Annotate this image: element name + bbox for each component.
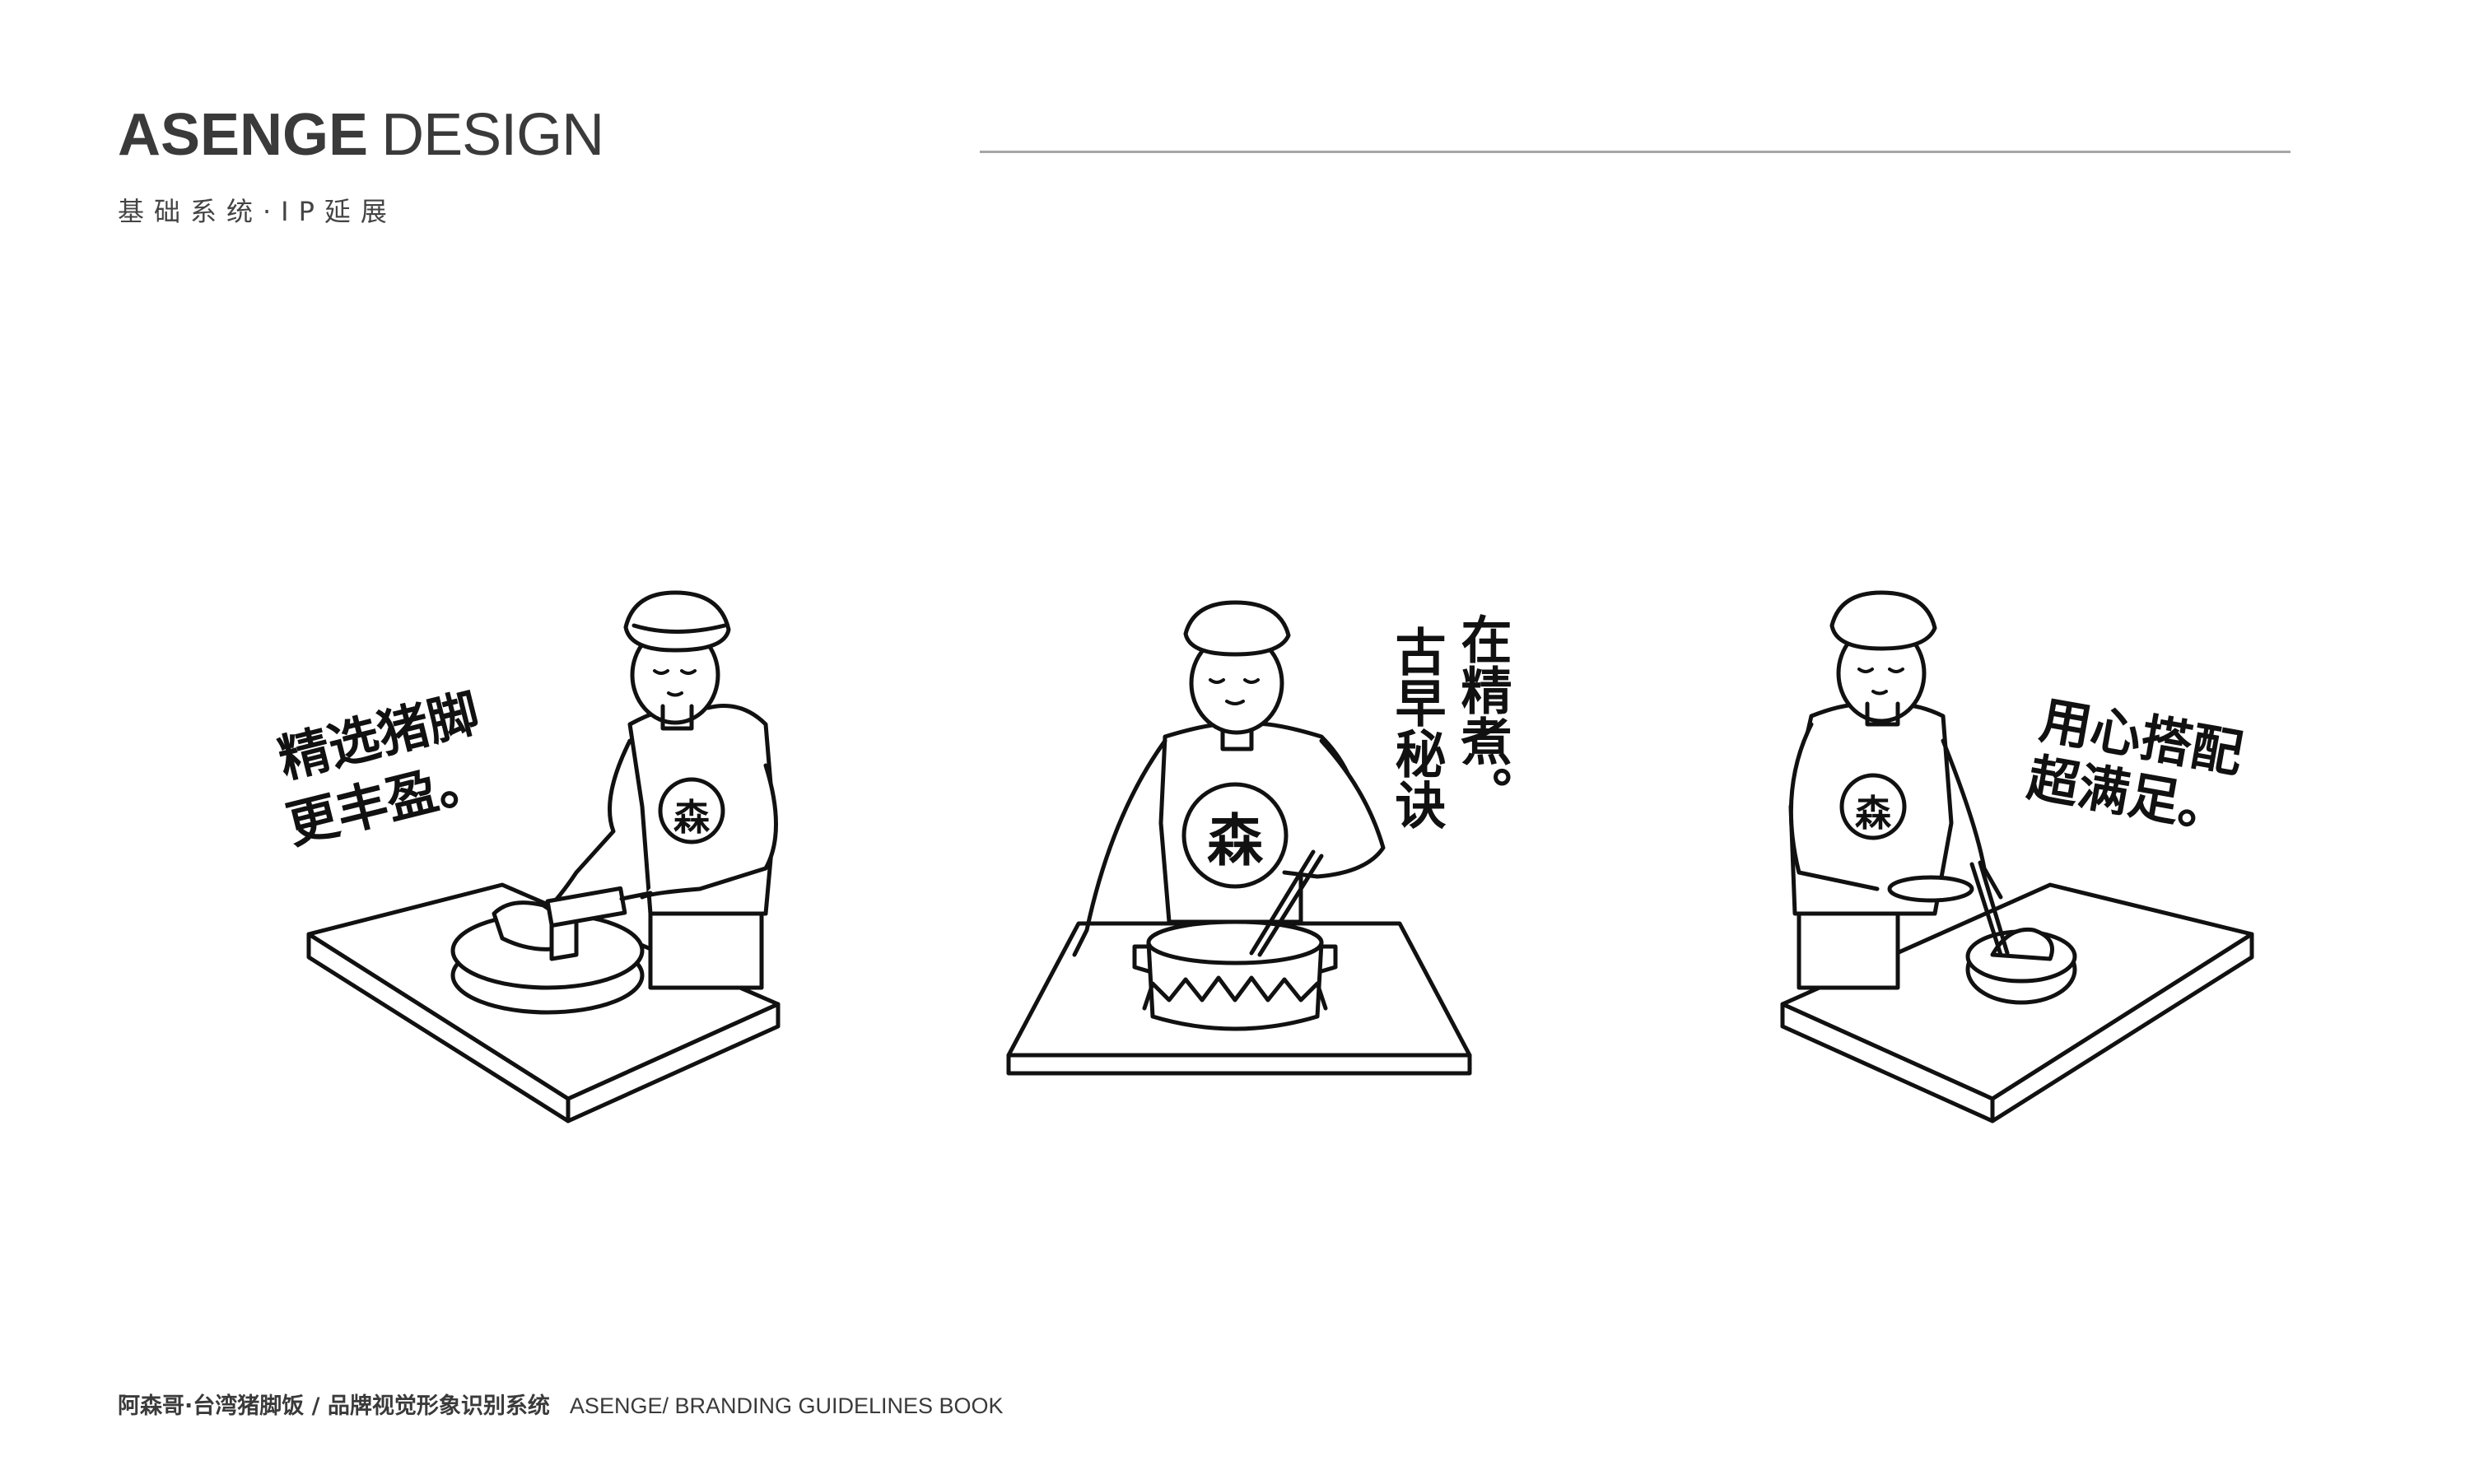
caption-2-line1: 在精煮。 (1452, 613, 1513, 817)
shirt-logo-3: 森 (1855, 793, 1892, 835)
panel-chopping: 森 精选猪脚 更丰盈。 (273, 590, 781, 1123)
caption-2: 在精煮。 古早秘诀 (1386, 613, 1513, 830)
caption-2-line2: 古早秘诀 (1386, 626, 1447, 830)
shirt-logo-2: 森 (1207, 809, 1264, 874)
panel-stewing: 森 在精煮。 古早秘诀 (1006, 600, 1513, 1076)
footer-cn: 阿森哥·台湾猪脚饭 / 品牌视觉形象识别系统 (118, 1393, 550, 1419)
stew-pot (1132, 849, 1338, 1031)
section-subtitle: 基础系统·IP延展 (118, 196, 397, 227)
cutting-board (450, 886, 653, 1015)
caption-1: 精选猪脚 更丰盈。 (273, 682, 493, 856)
header-divider (980, 151, 2291, 153)
brand-bold: ASENGE (118, 102, 369, 168)
footer: 阿森哥·台湾猪脚饭 / 品牌视觉形象识别系统 ASENGE/ BRANDING G… (118, 1388, 1004, 1420)
rice-bowl (1965, 860, 2077, 1005)
cook-2: 森 (1072, 600, 1386, 957)
cook-1: 森 (541, 590, 778, 990)
caption-3: 用心搭配 超满足。 (2023, 690, 2247, 842)
cook-3: 森 (1788, 590, 2003, 990)
shirt-logo-1: 森 (673, 797, 711, 839)
footer-en: ASENGE/ BRANDING GUIDELINES BOOK (569, 1393, 1004, 1418)
panel-serving: 森 用心搭配 超满足。 (1780, 590, 2254, 1123)
brand-light: DESIGN (381, 102, 604, 168)
